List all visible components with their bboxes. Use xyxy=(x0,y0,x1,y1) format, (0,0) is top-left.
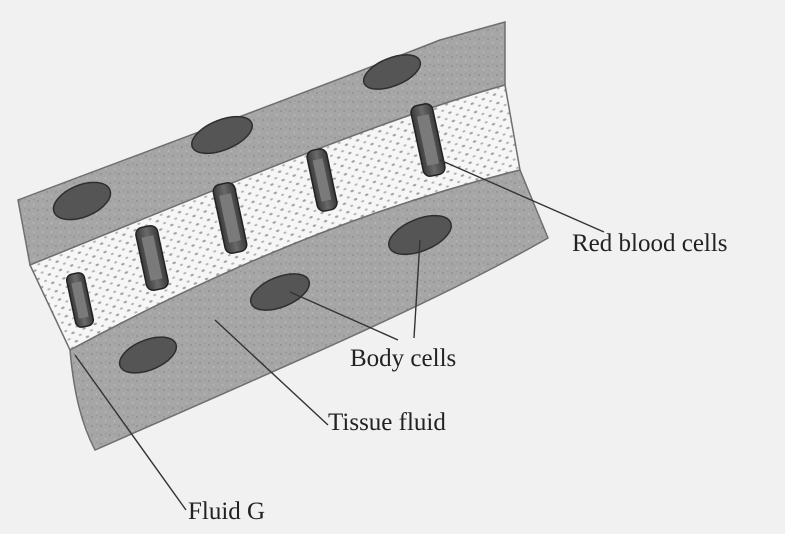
label-red-blood-cells: Red blood cells xyxy=(572,230,728,258)
label-tissue-fluid: Tissue fluid xyxy=(328,409,446,437)
label-body-cells: Body cells xyxy=(350,345,456,373)
label-fluid-g: Fluid G xyxy=(188,498,265,526)
